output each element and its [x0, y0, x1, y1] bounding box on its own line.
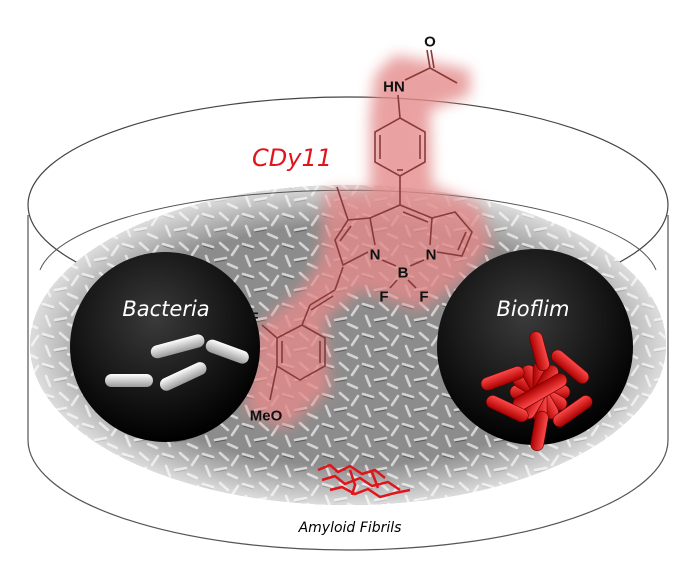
bacterium-rod — [159, 362, 207, 391]
atom-fluorine: F — [379, 288, 389, 306]
dye-name-label: CDy11 — [252, 144, 332, 172]
atom-oxygen: O — [424, 33, 436, 51]
atom-nitrogen: N — [369, 246, 381, 264]
methoxy-group: MeO — [249, 407, 283, 425]
atom-nh: HN — [383, 78, 405, 96]
bacteria-label: Bacteria — [122, 297, 210, 321]
atom-nitrogen: N — [425, 246, 437, 264]
atom-boron: B — [397, 264, 409, 282]
amyloid-fibrils — [317, 463, 411, 499]
cdy11-structure — [261, 49, 473, 401]
bacterium-rod — [150, 334, 205, 359]
bacteria-rods — [105, 334, 249, 391]
biofilm-label: Bioflim — [496, 297, 570, 321]
bacterium-rod — [205, 339, 249, 364]
amyloid-fibrils-label: Amyloid Fibrils — [298, 520, 402, 536]
bacterium-rod — [105, 374, 153, 387]
atom-fluorine: F — [419, 288, 429, 306]
atom-fluorine: F — [249, 309, 259, 327]
dye-glow — [245, 55, 492, 430]
biofilm-rods — [480, 331, 593, 452]
